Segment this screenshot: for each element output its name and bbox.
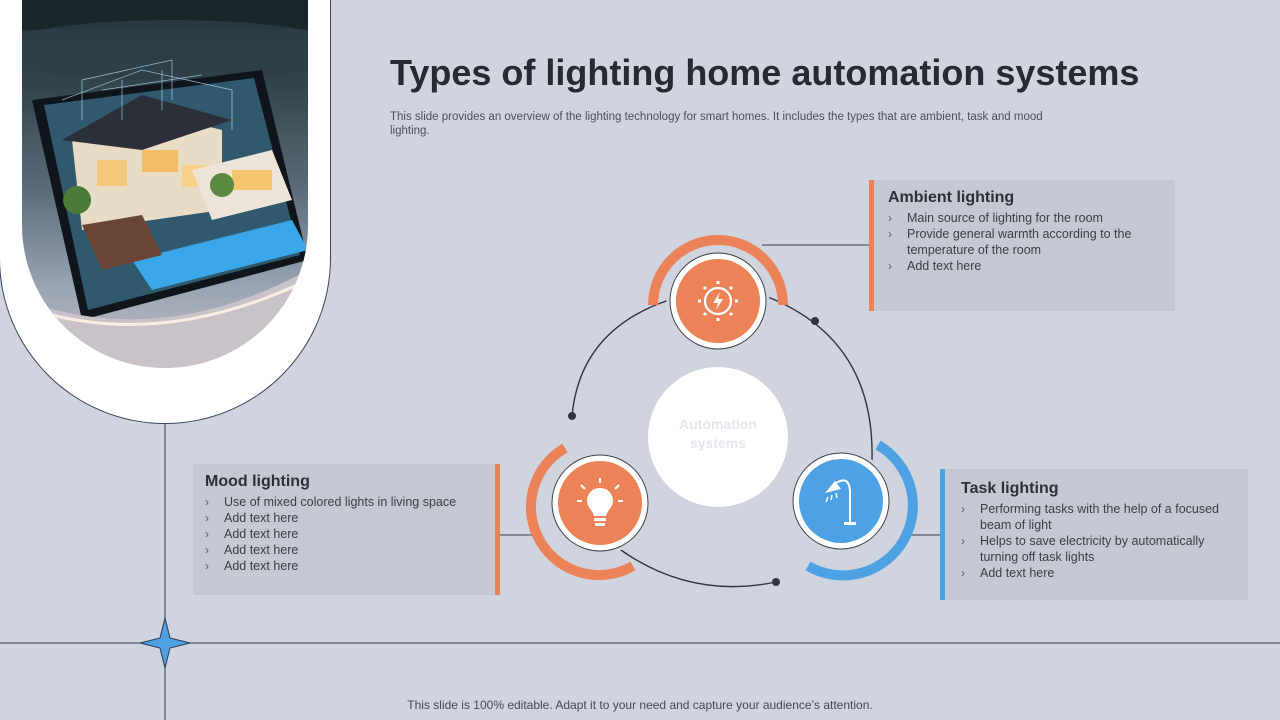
center-label: Automation systems: [648, 415, 788, 453]
list-item: Use of mixed colored lights in living sp…: [205, 494, 483, 510]
mood-heading: Mood lighting: [205, 473, 310, 490]
task-node: [799, 459, 883, 543]
page-title: Types of lighting home automation system…: [390, 52, 1140, 93]
page-subtitle: This slide provides an overview of the l…: [390, 111, 1043, 137]
footer-note: This slide is 100% editable. Adapt it to…: [0, 698, 1280, 712]
list-item: Add text here: [205, 542, 483, 558]
arc-endpoint-dot: [811, 317, 819, 325]
task-heading: Task lighting: [961, 480, 1059, 497]
ambient-accent-ring: [648, 235, 788, 306]
list-item: Add text here: [205, 526, 483, 542]
task-accent-ring: [805, 440, 918, 581]
list-item: Add text here: [205, 558, 483, 574]
cycle-arc-right: [767, 296, 873, 461]
star-marker-icon: [139, 617, 191, 669]
ambient-heading: Ambient lighting: [888, 189, 1015, 206]
ambient-list: Main source of lighting for the room Pro…: [888, 210, 1163, 274]
list-item: Add text here: [205, 510, 483, 526]
list-item: Helps to save electricity by automatical…: [961, 533, 1236, 565]
list-item: Add text here: [961, 565, 1236, 581]
task-lighting-box: Task lighting Performing tasks with the …: [940, 469, 1248, 600]
ambient-lighting-box: Ambient lighting Main source of lighting…: [869, 180, 1175, 311]
task-list: Performing tasks with the help of a focu…: [961, 501, 1236, 581]
arc-endpoint-dot: [568, 412, 576, 420]
cycle-arc-left: [571, 299, 670, 417]
center-label-line2: systems: [689, 435, 747, 451]
center-circle: [648, 367, 788, 507]
image-frame: [0, 0, 330, 423]
gear-bolt-icon: [698, 281, 738, 321]
list-item: Add text here: [888, 258, 1163, 274]
smart-home-illustration: [22, 0, 308, 368]
mood-list: Use of mixed colored lights in living sp…: [205, 494, 483, 574]
mood-lighting-box: Mood lighting Use of mixed colored light…: [193, 464, 500, 595]
arc-endpoint-dot: [772, 578, 780, 586]
mood-accent-ring: [525, 443, 636, 581]
smart-home-tablet-image: [22, 0, 308, 368]
list-item: Provide general warmth according to the …: [888, 226, 1163, 258]
list-item: Main source of lighting for the room: [888, 210, 1163, 226]
lightbulb-icon: [577, 478, 623, 526]
footer-text: This slide is 100% editable. Adapt it to…: [407, 698, 873, 712]
list-item: Performing tasks with the help of a focu…: [961, 501, 1236, 533]
floor-lamp-icon: [825, 479, 856, 525]
cycle-arc-bottom: [617, 547, 777, 588]
center-label-line1: Automation: [679, 416, 757, 432]
